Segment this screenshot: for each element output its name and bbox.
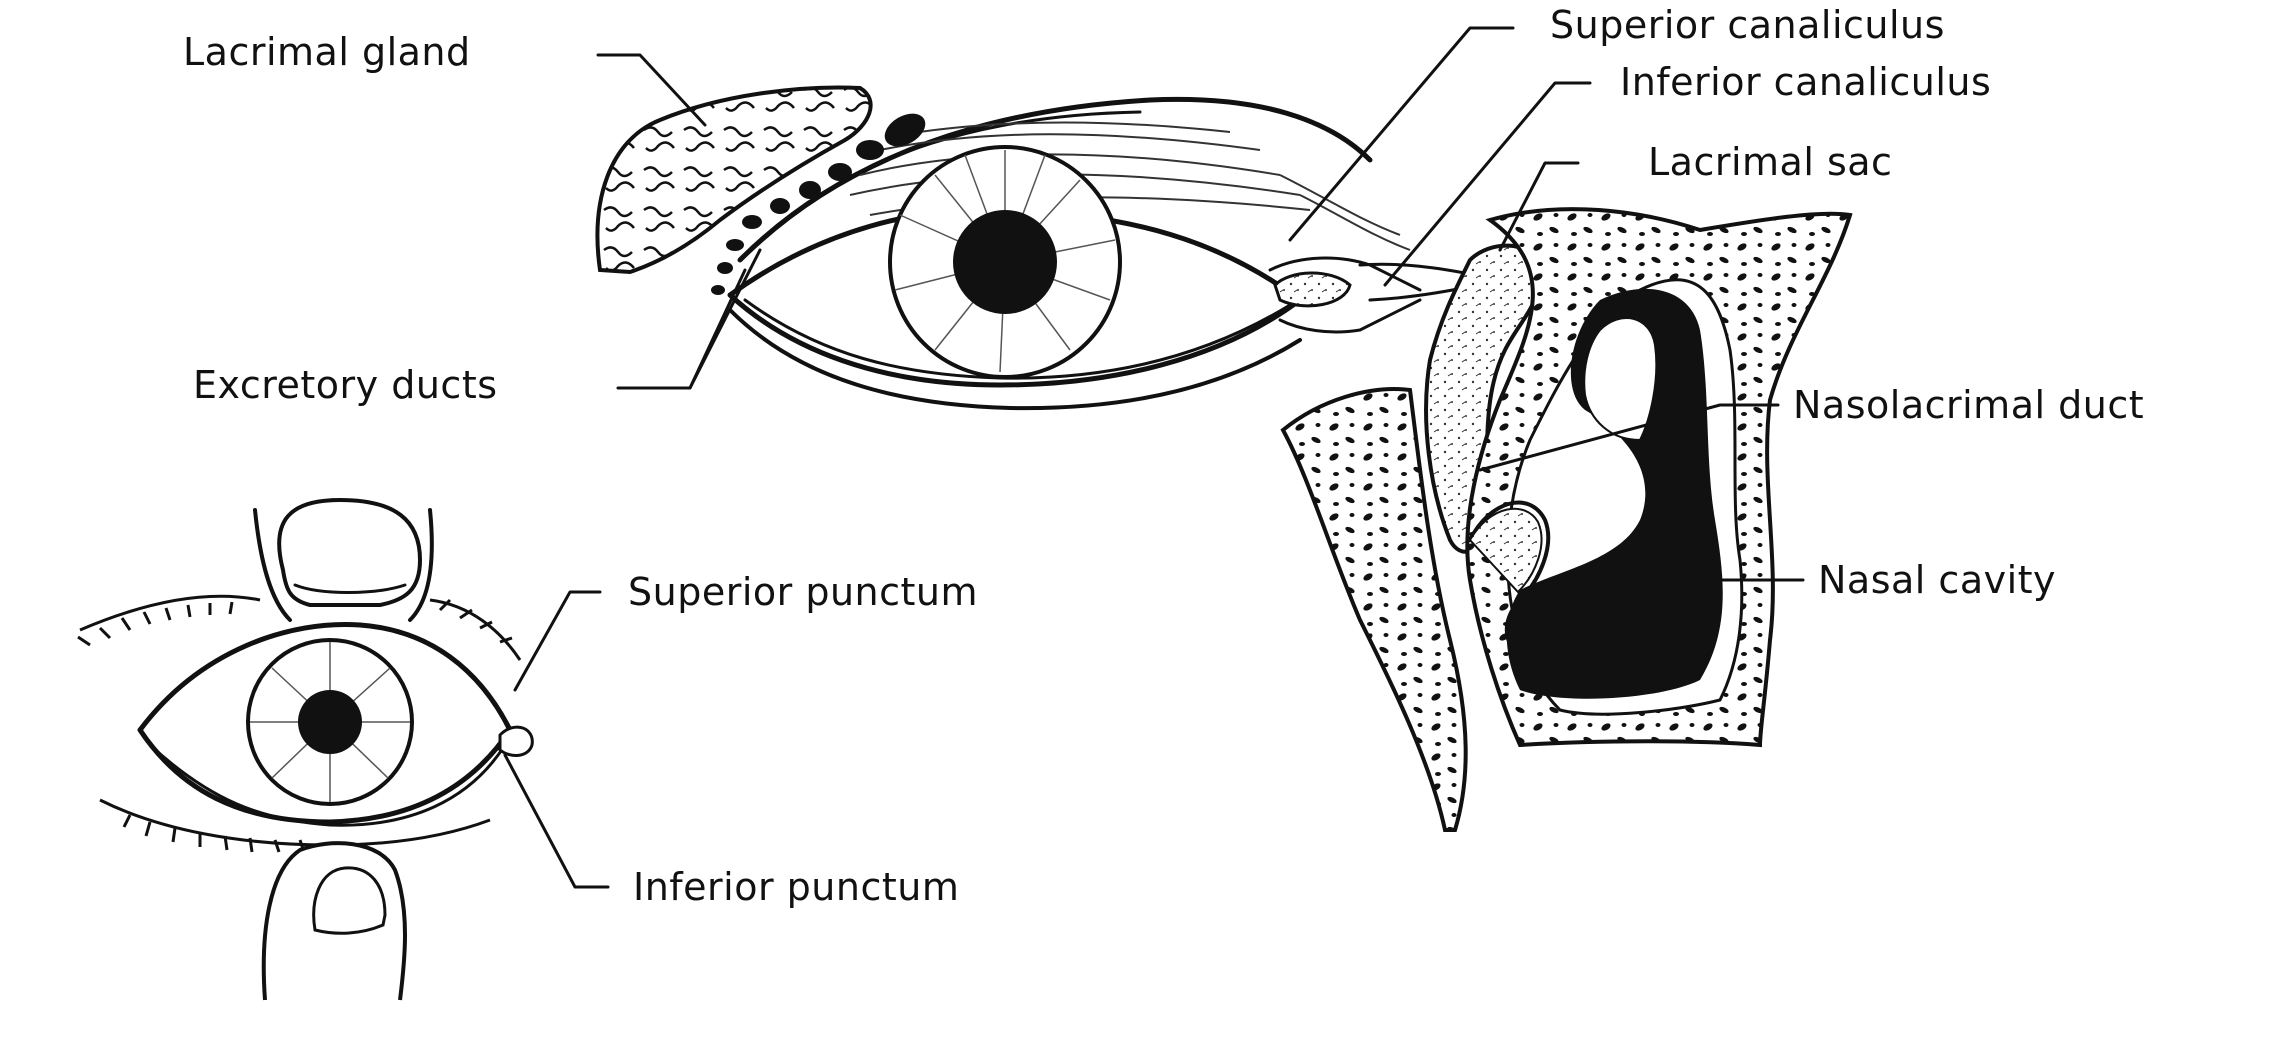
label-nasal-cavity: Nasal cavity: [1818, 558, 2056, 602]
label-excretory-ducts: Excretory ducts: [193, 363, 498, 407]
label-inferior-canaliculus: Inferior canaliculus: [1620, 60, 1991, 104]
top-eye: [598, 87, 1479, 408]
bottom-eye: [78, 500, 532, 1000]
label-superior-punctum: Superior punctum: [628, 570, 978, 614]
label-nasolacrimal-duct: Nasolacrimal duct: [1793, 383, 2144, 427]
label-superior-canaliculus: Superior canaliculus: [1550, 3, 1945, 47]
label-lacrimal-gland: Lacrimal gland: [183, 30, 471, 74]
label-lacrimal-sac: Lacrimal sac: [1648, 140, 1892, 184]
label-inferior-punctum: Inferior punctum: [633, 865, 959, 909]
nasal-section: [1283, 209, 1850, 830]
